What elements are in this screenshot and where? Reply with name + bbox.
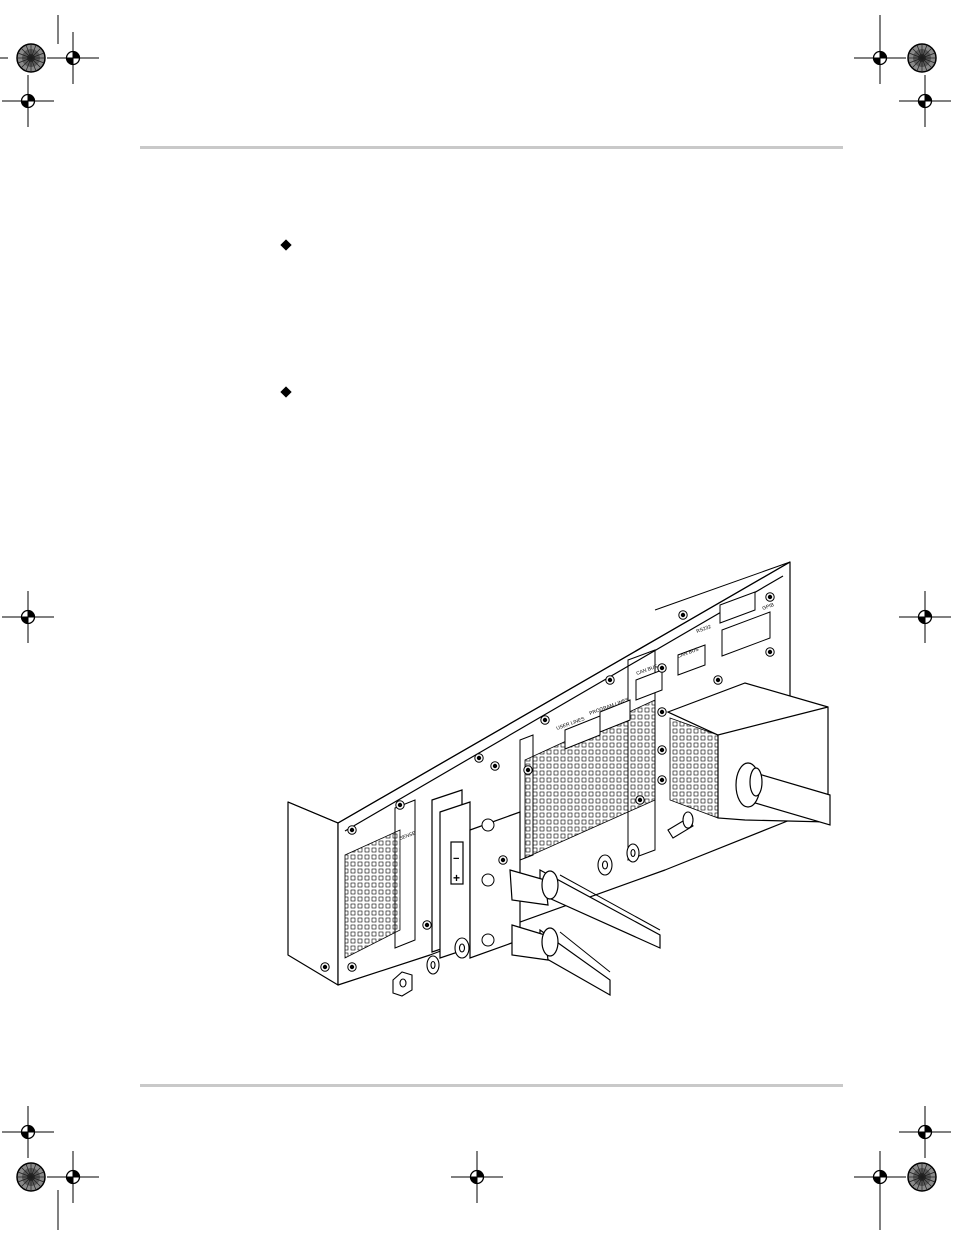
registration-mark-icon [898, 590, 952, 644]
color-target-icon [16, 1162, 46, 1192]
color-target-icon [907, 43, 937, 73]
registration-mark-icon [853, 31, 907, 85]
registration-mark-icon [898, 74, 952, 128]
registration-mark-icon [46, 31, 100, 85]
registration-mark-icon [1, 590, 55, 644]
registration-mark-icon [450, 1150, 504, 1204]
terminal-plus-label: + [453, 871, 460, 885]
registration-mark-icon [1, 1105, 55, 1159]
registration-mark-icon [853, 1150, 907, 1204]
footer-rule [140, 1084, 843, 1087]
registration-mark-icon [1, 74, 55, 128]
header-rule [140, 146, 843, 149]
rear-panel-figure: − + USER LINES PROGRAM LINES CAN BUS CAN… [287, 561, 831, 997]
sense-label: SENSE [399, 830, 418, 842]
gpib-label: GPIB [762, 602, 776, 612]
rs232-label: RS232 [696, 624, 713, 635]
registration-mark-icon [46, 1150, 100, 1204]
terminal-minus-label: − [453, 853, 459, 865]
registration-mark-icon [898, 1105, 952, 1159]
color-target-icon [907, 1162, 937, 1192]
color-target-icon [16, 43, 46, 73]
